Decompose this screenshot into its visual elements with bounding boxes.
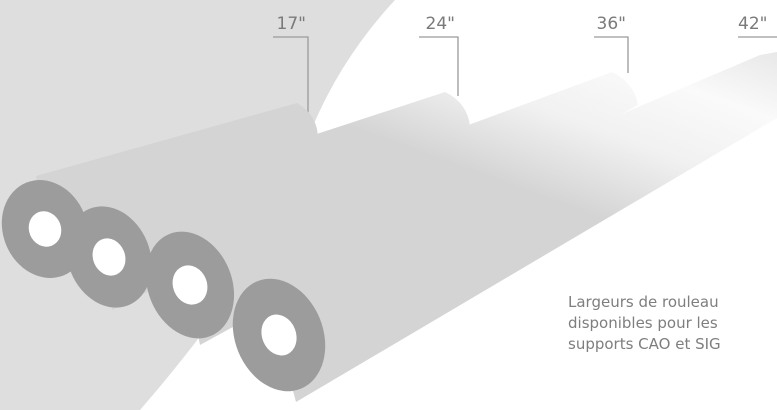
- roll-width-label-42: 42": [738, 14, 767, 34]
- caption-line-2: disponibles pour les: [568, 314, 718, 332]
- leader-line-24: [419, 36, 459, 96]
- caption-line-1: Largeurs de rouleau: [568, 293, 719, 311]
- roll-width-label-17: 17": [277, 14, 306, 34]
- leader-line-36: [594, 36, 629, 73]
- roll-width-label-36: 36": [597, 14, 626, 34]
- roll-width-caption: Largeurs de rouleau disponibles pour les…: [568, 292, 777, 355]
- paper-roll-42: [232, 52, 777, 402]
- caption-line-3: supports CAO et SIG: [568, 335, 721, 353]
- leader-line-17: [273, 36, 309, 135]
- roll-width-label-24: 24": [426, 14, 455, 34]
